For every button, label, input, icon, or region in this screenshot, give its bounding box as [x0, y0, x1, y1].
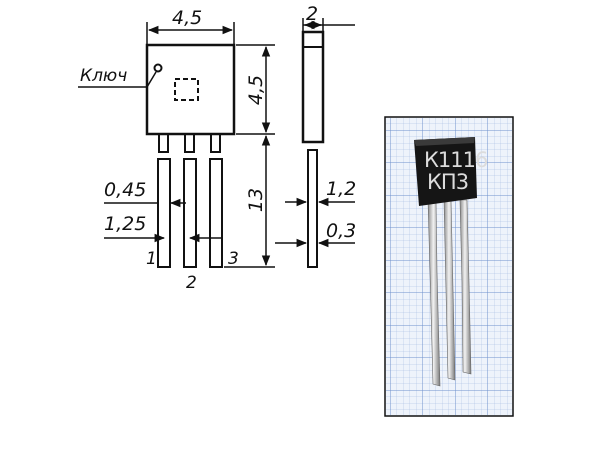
side-lead	[307, 149, 318, 268]
key-circle	[153, 63, 163, 73]
package-body-outline	[145, 43, 236, 136]
dim-body-height: 4,5	[245, 75, 267, 105]
dim-lead-length: 13	[245, 188, 267, 212]
side-dimension-labels: 2 1,2 0,3	[306, 3, 356, 242]
photo-marking-line2: КП3	[427, 170, 468, 194]
dim-lead-side-width: 1,2	[326, 178, 356, 200]
dim-body-depth: 2	[306, 3, 318, 25]
key-mark-square	[174, 78, 199, 101]
front-view	[145, 43, 236, 268]
pin-label-1: 1	[146, 249, 157, 269]
lead-3	[209, 158, 223, 268]
side-view	[301, 30, 325, 268]
front-dimension-labels: 4,5 4,5 13 0,45 1,25 Ключ 1 2 3	[80, 7, 267, 293]
lead-1	[157, 158, 171, 268]
photo-marking-line1: К1116	[424, 148, 488, 172]
lead-stub-1	[158, 133, 169, 153]
dim-lead-thickness: 0,3	[326, 220, 356, 242]
photo-leads	[427, 199, 472, 387]
lead-2	[183, 158, 197, 268]
lead-stub-2	[184, 133, 195, 153]
photo-lead-3	[459, 199, 472, 375]
dim-body-width: 4,5	[172, 7, 202, 29]
pin-label-2: 2	[186, 273, 197, 293]
side-dimensions	[275, 18, 355, 248]
component-photo: К1116 КП3	[384, 116, 514, 417]
dim-lead-pitch: 1,25	[104, 213, 146, 235]
dim-lead-width: 0,45	[104, 179, 146, 201]
front-dimensions	[78, 22, 275, 268]
key-label: Ключ	[80, 66, 127, 86]
pin-label-3: 3	[228, 249, 239, 269]
side-body-outline	[301, 30, 325, 144]
photo-transistor-body	[414, 137, 477, 206]
lead-stub-3	[210, 133, 221, 153]
